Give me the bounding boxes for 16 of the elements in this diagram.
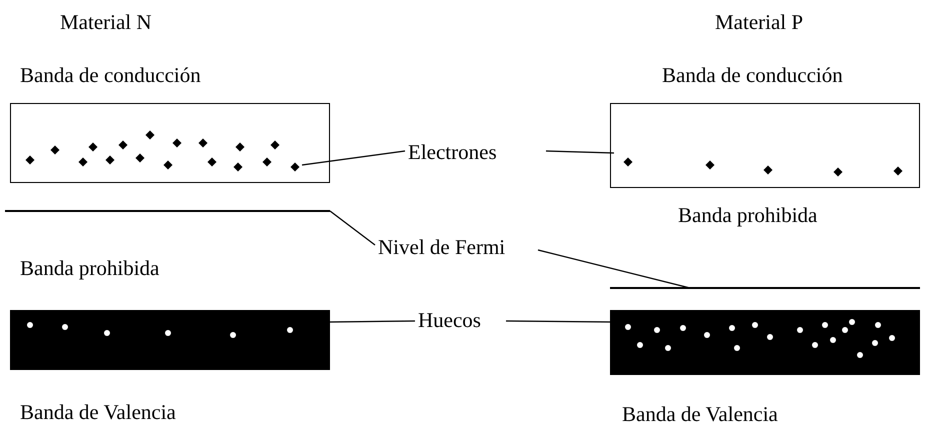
band-label: Banda de conducción [662,63,843,87]
leader-line [546,150,614,154]
panel-title: Material P [715,10,804,34]
gap-label: Banda prohibida [678,203,818,227]
leader-line [506,320,612,323]
band-label: Banda de Valencia [20,400,176,424]
fermi-level-line [5,210,330,212]
leader-line [330,320,415,323]
panel-title: Material N [60,10,152,34]
fermi-level-line [610,287,920,289]
leader-line [538,249,690,289]
band-label: Banda de conducción [20,63,201,87]
leader-line [330,210,376,246]
gap-label: Banda prohibida [20,256,160,280]
band-label: Banda de Valencia [622,402,778,426]
leader-line [302,150,406,166]
